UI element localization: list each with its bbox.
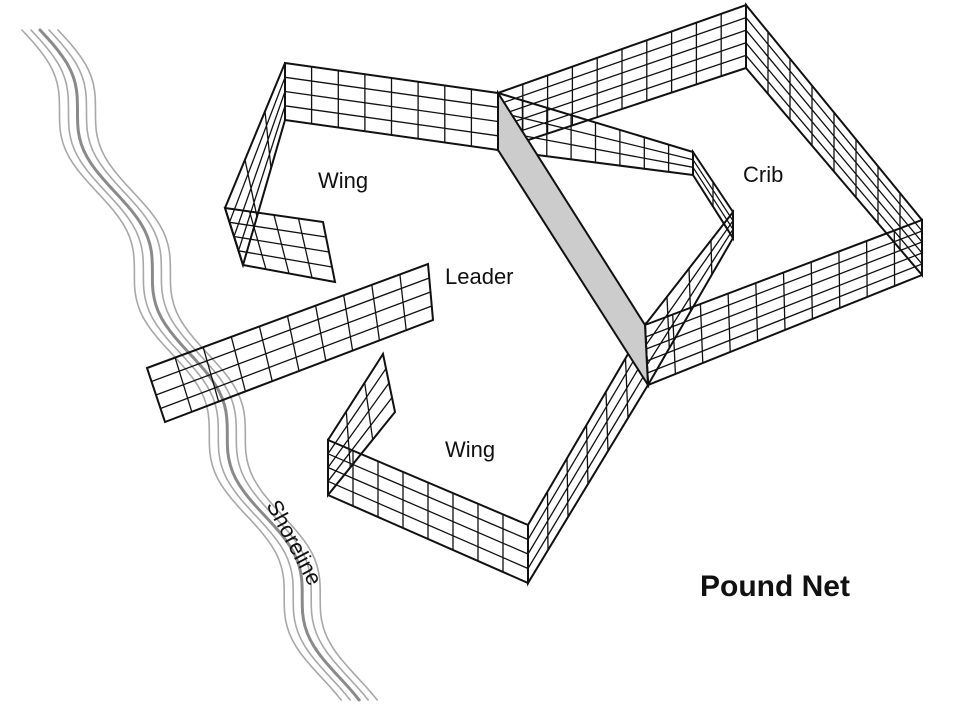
net-panels — [145, 2, 923, 587]
shoreline-line — [21, 29, 342, 701]
lower-wing-bottom-panel — [327, 438, 529, 585]
funnel-divider-panel — [497, 89, 650, 389]
crib-back-right-panel — [745, 2, 923, 278]
crib-back-left-panel — [497, 3, 747, 152]
lower-wing-return-panel — [327, 351, 397, 498]
upper-wing-return-panel — [223, 206, 337, 284]
label-leader: Leader — [445, 264, 514, 289]
shoreline-line — [30, 29, 351, 701]
upper-wing-back-panel — [284, 61, 499, 152]
lower-wing-right-panel — [527, 321, 650, 587]
shoreline-line — [48, 29, 369, 701]
shoreline-waves — [21, 28, 378, 702]
label-shoreline: Shoreline — [262, 496, 328, 590]
diagram-title: Pound Net — [700, 570, 850, 603]
label-wing-upper: Wing — [318, 168, 368, 193]
label-wing-lower: Wing — [445, 437, 495, 462]
label-crib: Crib — [743, 162, 783, 187]
upper-wing-corner-panel — [692, 148, 734, 242]
shoreline-line — [38, 28, 361, 702]
leader-panel — [145, 262, 435, 424]
shoreline-line — [57, 29, 378, 701]
lower-wing-to-crib-panel — [643, 209, 734, 389]
